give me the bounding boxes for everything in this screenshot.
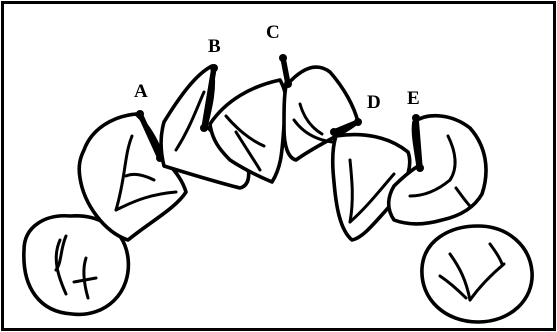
contact-c bbox=[279, 54, 292, 88]
left-lateral-incisor bbox=[208, 78, 289, 184]
contact-b bbox=[200, 64, 218, 132]
contact-a bbox=[136, 110, 164, 162]
central-incisor bbox=[282, 65, 360, 162]
contact-e bbox=[412, 114, 424, 172]
left-premolar bbox=[77, 112, 188, 242]
contact-d bbox=[330, 118, 362, 136]
label-c: C bbox=[266, 22, 280, 43]
left-molar bbox=[22, 214, 131, 317]
label-a: A bbox=[134, 81, 148, 102]
right-lateral-incisor bbox=[330, 132, 412, 242]
right-molar bbox=[420, 224, 534, 324]
label-b: B bbox=[208, 36, 221, 57]
label-d: D bbox=[367, 92, 381, 113]
label-e: E bbox=[407, 88, 420, 109]
right-premolar bbox=[386, 113, 488, 226]
